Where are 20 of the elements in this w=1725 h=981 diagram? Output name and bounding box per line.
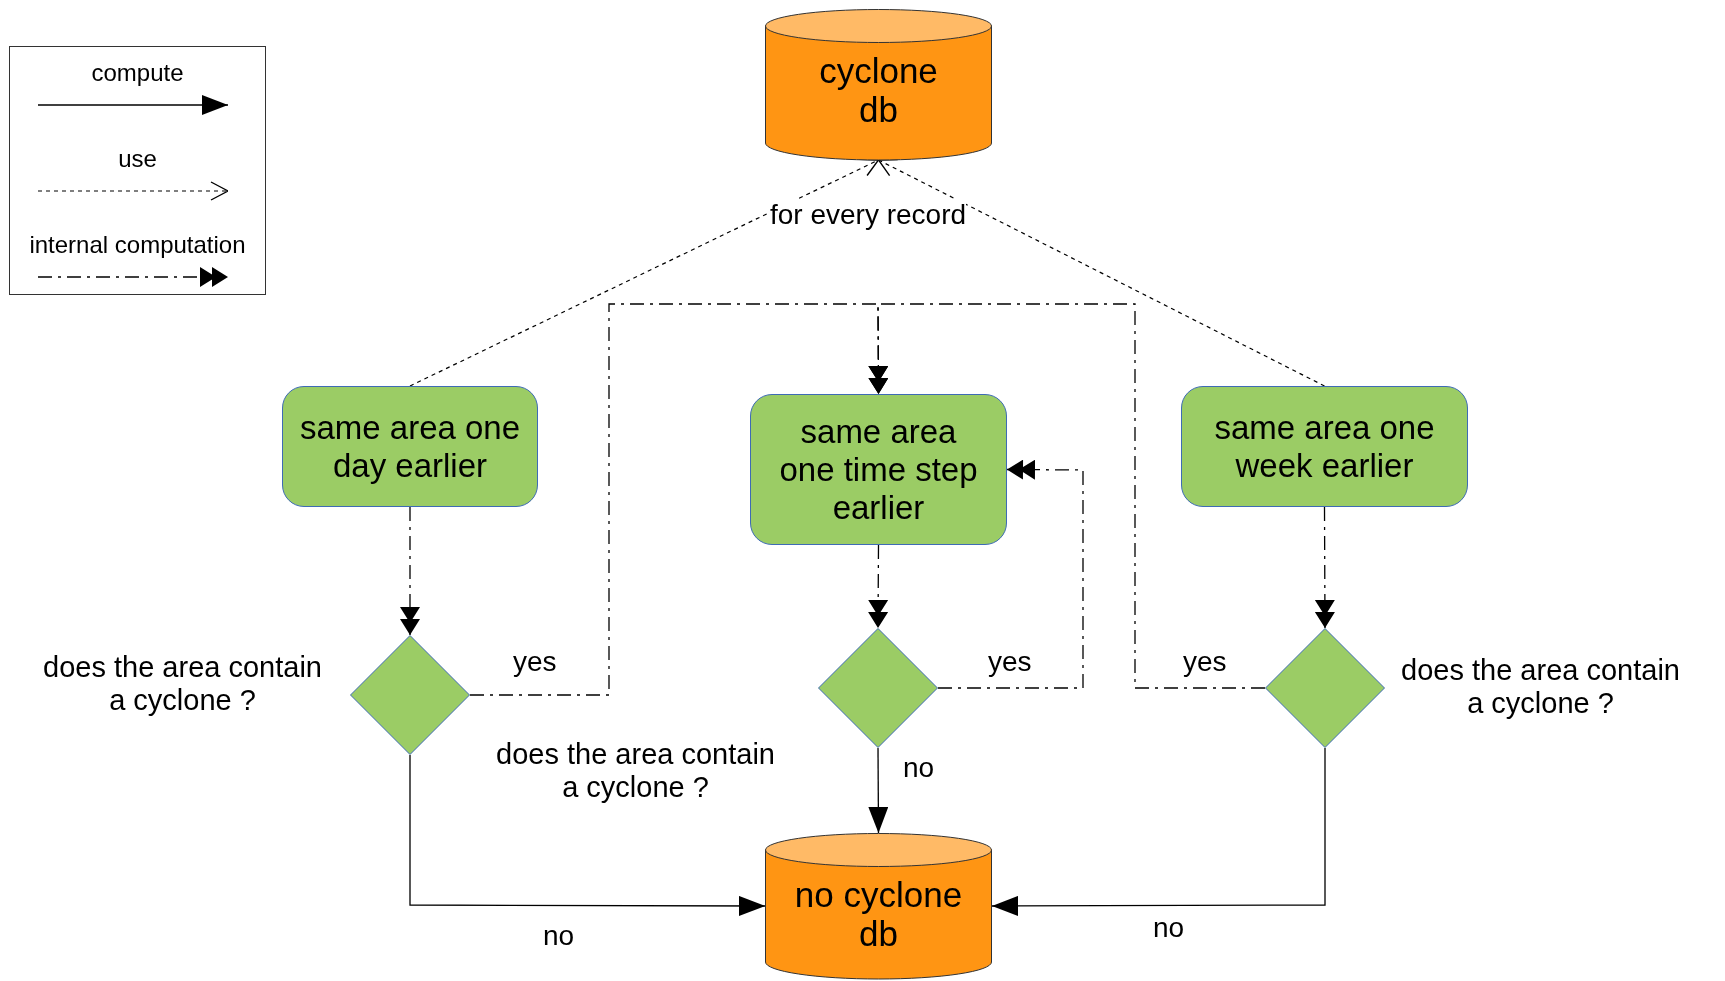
- box-text: same area one time step earlier: [778, 412, 979, 527]
- decision-diamond: [1265, 628, 1385, 748]
- legend-text: use: [117, 145, 158, 173]
- arrow: [991, 747, 1326, 916]
- decision-diamond: [818, 628, 938, 748]
- box-text: same area one day earlier: [298, 408, 522, 485]
- database-label: cyclone db: [818, 51, 939, 129]
- question-text: does the area contain a cyclone ?: [1400, 654, 1681, 720]
- arrow: [409, 754, 766, 916]
- arrow: [868, 747, 889, 834]
- box-text: same area one week earlier: [1213, 408, 1436, 485]
- legend-text: compute: [90, 59, 185, 87]
- question-text: does the area contain a cyclone ?: [42, 651, 323, 717]
- database-label: no cyclone db: [793, 875, 964, 953]
- arrow: [877, 158, 1326, 387]
- question-text: does the area contain a cyclone ?: [495, 738, 776, 804]
- annotation-text: for every record: [770, 199, 967, 231]
- decision-diamond: [350, 635, 470, 755]
- legend-text: internal computation: [28, 231, 247, 259]
- arrow: [409, 158, 880, 387]
